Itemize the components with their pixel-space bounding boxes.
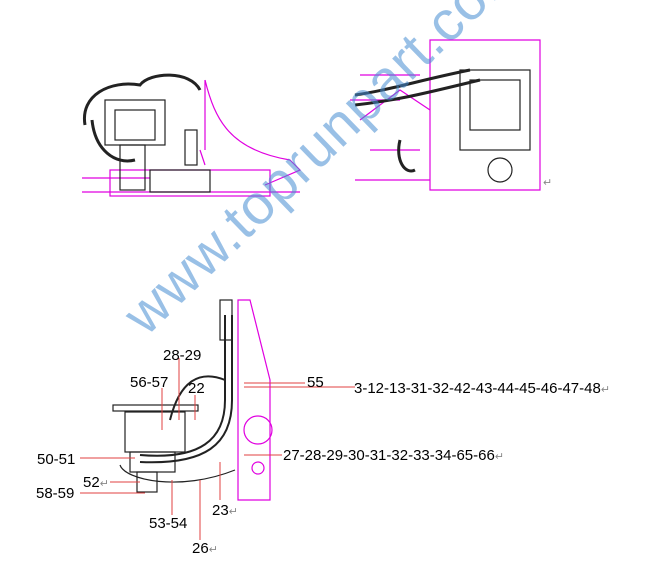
label-58-59: 58-59 — [36, 485, 75, 502]
label-23: 23↵ — [212, 502, 238, 519]
label-group-27-66: 27-28-29-30-31-32-33-34-65-66↵ — [283, 447, 505, 464]
label-26: 26↵ — [192, 540, 218, 557]
label-53-54: 53-54 — [149, 515, 188, 532]
label-28-29: 28-29 — [163, 347, 202, 364]
label-55: 55 — [307, 374, 324, 391]
leader-lines — [80, 358, 355, 540]
bottom-assembly-view — [112, 299, 273, 501]
label-52: 52↵ — [83, 474, 109, 491]
label-56-57: 56-57 — [130, 374, 169, 391]
label-22: 22 — [188, 380, 205, 397]
label-50-51: 50-51 — [37, 451, 76, 468]
top-right-assembly-view — [350, 39, 541, 191]
return-mark-top-right: ↵ — [543, 177, 553, 189]
top-left-assembly-view — [82, 73, 302, 197]
label-group-3-48: 3-12-13-31-32-42-43-44-45-46-47-48↵ — [354, 380, 611, 397]
